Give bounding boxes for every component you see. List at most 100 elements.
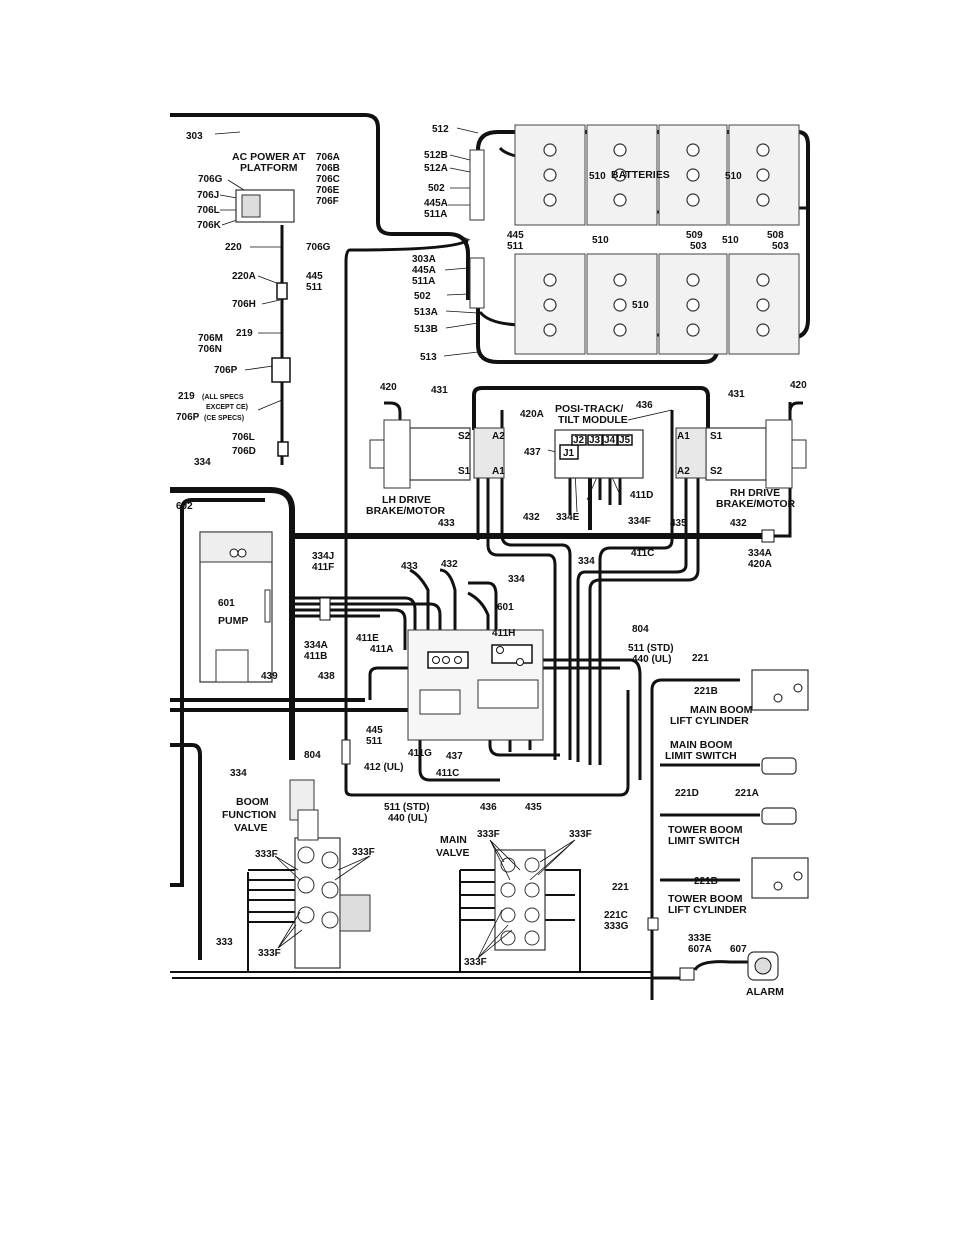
wire-label: 503 — [690, 241, 707, 252]
wire-label: 513A — [414, 307, 438, 318]
terminal-label: S2 — [710, 466, 723, 477]
port-label: 333F — [258, 948, 281, 959]
main-valve-title: MAIN — [440, 834, 467, 846]
wire-label: 411B — [304, 651, 327, 662]
wire-label: 221D — [675, 788, 699, 799]
wire-label: 432 — [441, 559, 458, 570]
boom-function-valve — [289, 779, 371, 969]
wire-label: 221B — [694, 686, 718, 697]
port-label: 333F — [255, 849, 278, 860]
wire-label: 439 — [261, 671, 278, 682]
wire-label: 510 — [589, 171, 606, 182]
terminal-label: A2 — [492, 431, 505, 442]
wire-label: 411G — [408, 748, 432, 759]
terminal-label: S2 — [458, 431, 471, 442]
wire-label: 511 (STD) — [628, 643, 674, 654]
tower-boom-cylinder-title: LIFT CYLINDER — [668, 904, 747, 916]
wire-label: 221A — [735, 788, 759, 799]
battery-bank — [469, 124, 800, 355]
wire-label: 435 — [670, 518, 687, 529]
wire-label: 804 — [632, 624, 649, 635]
tower-boom-lift-cylinder — [751, 857, 809, 899]
connector — [647, 917, 659, 931]
module-title: POSI-TRACK/ — [555, 403, 623, 415]
wire-label: 511 (STD) — [384, 802, 430, 813]
wire-label: 508 — [767, 230, 784, 241]
wire-label: 436 — [480, 802, 497, 813]
wire-label: 431 — [431, 385, 448, 396]
wire-label: 513B — [414, 324, 438, 335]
lh-drive-title: LH DRIVE — [382, 494, 431, 506]
plug-connector — [271, 357, 291, 383]
wire-label: 334 — [194, 457, 211, 468]
wire-label: 445 — [366, 725, 383, 736]
terminal-label: S1 — [710, 431, 723, 442]
wire-label: 437 — [446, 751, 463, 762]
wire-label: 436 — [636, 400, 653, 411]
wire-label: 706L — [232, 432, 255, 443]
lh-drive-title: BRAKE/MOTOR — [366, 505, 446, 517]
terminal-label: S1 — [458, 466, 471, 477]
terminal-label: A1 — [677, 431, 690, 442]
wire-label: 411H — [492, 628, 515, 639]
port-label: 333F — [569, 829, 592, 840]
diagram-labels: 512 512B 512A 502 445A 511A 445 511 303A… — [176, 124, 807, 998]
wire-label: 607A — [688, 944, 712, 955]
spec-note: (ALL SPECS — [202, 394, 244, 401]
boom-valve-title: FUNCTION — [222, 809, 276, 821]
wire-label: 411C — [631, 548, 654, 559]
port-label: 333F — [477, 829, 500, 840]
wire-label: 411D — [630, 490, 653, 501]
valve-pointers — [274, 839, 576, 959]
tower-boom-switch-title: TOWER BOOM — [668, 824, 743, 836]
wire-label: 334F — [628, 516, 651, 527]
plug-connector — [277, 441, 289, 457]
pump — [199, 531, 273, 683]
terminal-label: A1 — [492, 466, 505, 477]
rh-drive-title: RH DRIVE — [730, 487, 780, 499]
tower-boom-limit-switch — [761, 807, 797, 825]
main-boom-cylinder-title: MAIN BOOM — [690, 704, 753, 716]
wire-label: 411F — [312, 562, 334, 573]
wire-label: 334J — [312, 551, 334, 562]
battery-connector — [469, 149, 485, 221]
wire-label: 510 — [632, 300, 649, 311]
wire-label: 334 — [230, 768, 247, 779]
wire-label: 445A — [412, 265, 436, 276]
wire-label: 435 — [525, 802, 542, 813]
wire-label: 432 — [730, 518, 747, 529]
main-boom-switch-title: LIMIT SWITCH — [665, 750, 737, 762]
wire-label: 438 — [318, 671, 335, 682]
tower-boom-cylinder-title: TOWER BOOM — [668, 893, 743, 905]
wire-label: 804 — [304, 750, 321, 761]
alarm-icon — [747, 951, 779, 981]
wire-label: 706M — [198, 333, 223, 344]
wire-label: 706D — [232, 446, 256, 457]
wire-label: 601 — [218, 598, 235, 609]
wire-label: 706B — [316, 163, 340, 174]
wire-label: 512 — [432, 124, 449, 135]
wire-label: 509 — [686, 230, 703, 241]
posi-track-tilt-module — [554, 429, 644, 479]
ac-power-receptacle — [235, 189, 295, 457]
wire-label: 334A — [748, 548, 772, 559]
wire-label: 411C — [436, 768, 459, 779]
wire-label: 420 — [380, 382, 397, 393]
wire-label: 510 — [592, 235, 609, 246]
jack-label: J5 — [619, 435, 631, 446]
wire-label: 706E — [316, 185, 340, 196]
wire-label: 512A — [424, 163, 448, 174]
main-valve-title: VALVE — [436, 847, 469, 859]
main-boom-limit-switch — [761, 757, 797, 775]
jack-label: J4 — [604, 435, 616, 446]
wire-label: 706P — [176, 412, 200, 423]
wire-label: 706P — [214, 365, 238, 376]
wire-label: 502 — [414, 291, 431, 302]
wire-label: 221B — [694, 876, 718, 887]
module-title: TILT MODULE — [558, 414, 628, 426]
connector — [679, 967, 695, 981]
wire-label: 706K — [197, 220, 222, 231]
wire-label: 303 — [186, 131, 203, 142]
port-label: 333F — [352, 847, 375, 858]
